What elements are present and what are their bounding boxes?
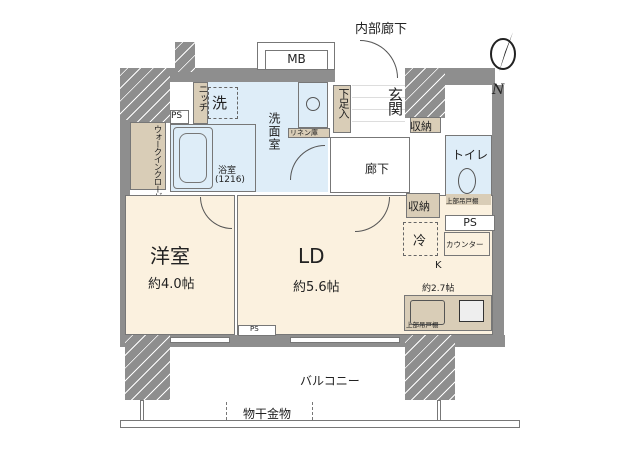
ps-box-bath <box>170 110 189 124</box>
column-top <box>175 42 195 72</box>
counter <box>444 232 490 256</box>
walk-in-closet-label: ウォークインクローゼット <box>152 125 162 215</box>
hallway-label: 廊下 <box>365 162 390 176</box>
ps-right-label: PS <box>463 216 477 229</box>
balcony-post-right <box>437 400 441 422</box>
toilet-upper-cabinet-label: 上部吊戸棚 <box>446 197 479 205</box>
drying-hook-right <box>312 402 313 420</box>
column-top-left <box>120 68 170 123</box>
entrance-floor <box>352 85 405 133</box>
entrance-door <box>360 40 398 78</box>
kitchen-sink <box>410 300 445 325</box>
laundry-space <box>208 87 238 119</box>
toilet-upper-cabinet <box>446 194 491 205</box>
sink <box>298 82 328 128</box>
walk-in-closet <box>130 122 166 190</box>
meter-box <box>265 50 328 70</box>
fridge-space <box>403 222 438 256</box>
counter-label: カウンター <box>446 240 484 249</box>
storage-1 <box>410 117 441 133</box>
hallway <box>330 137 410 193</box>
linen-storage <box>288 128 330 138</box>
ps-bath-label: PS <box>171 111 183 121</box>
western-room-label: 洋室 <box>150 244 190 268</box>
toilet-bowl <box>458 168 476 194</box>
window-1 <box>170 337 230 343</box>
compass-icon <box>490 32 516 72</box>
storage-2 <box>406 193 440 218</box>
kitchen-label: K <box>435 260 442 271</box>
storage-2-label: 収納 <box>408 200 430 213</box>
ps-box-bottom <box>238 325 276 336</box>
wall-right <box>492 85 504 345</box>
inner-corridor-label: 内部廊下 <box>355 22 408 37</box>
laundry-label: 洗 <box>212 94 228 112</box>
balcony-railing <box>120 420 520 428</box>
fridge-label: 冷 <box>413 234 427 249</box>
entrance-label: 玄関 <box>386 87 404 115</box>
ld-size: 約5.6帖 <box>293 280 340 295</box>
wall-top-left <box>120 68 335 82</box>
kitchen-upper-cabinet-label: 上部吊戸棚 <box>406 321 439 329</box>
column-bottom-left <box>125 335 170 400</box>
bathtub <box>173 127 213 189</box>
western-room-size: 約4.0帖 <box>148 277 195 292</box>
kitchen-size: 約2.7帖 <box>422 284 455 294</box>
stove <box>459 300 484 322</box>
north-label: N <box>492 82 505 98</box>
ps-box-right <box>445 215 495 231</box>
mb-label: MB <box>287 52 306 66</box>
shoe-storage <box>333 85 351 133</box>
column-bottom-right <box>405 335 455 400</box>
linen-label: リネン庫 <box>290 129 318 137</box>
shoe-storage-label: 下足入 <box>337 88 350 118</box>
window-2 <box>290 337 400 343</box>
niche <box>193 82 208 124</box>
niche-label: ニッチ <box>196 84 207 111</box>
balcony-label: バルコニー <box>300 374 360 388</box>
drying-hook-left <box>226 402 227 420</box>
balcony-post-left <box>140 400 144 422</box>
washroom-label: 洗面室 <box>267 112 281 151</box>
bathroom-size: (1216) <box>215 175 245 185</box>
storage-1-label: 収納 <box>410 120 432 133</box>
ld-label: LD <box>298 244 325 268</box>
bathroom-label: 浴室 <box>218 166 237 176</box>
column-top-right <box>405 68 445 118</box>
western-room <box>125 195 235 335</box>
drying-hardware-label: 物干金物 <box>243 407 292 421</box>
ps-bottom-label: PS <box>250 325 259 333</box>
toilet-label: トイレ <box>452 148 489 162</box>
